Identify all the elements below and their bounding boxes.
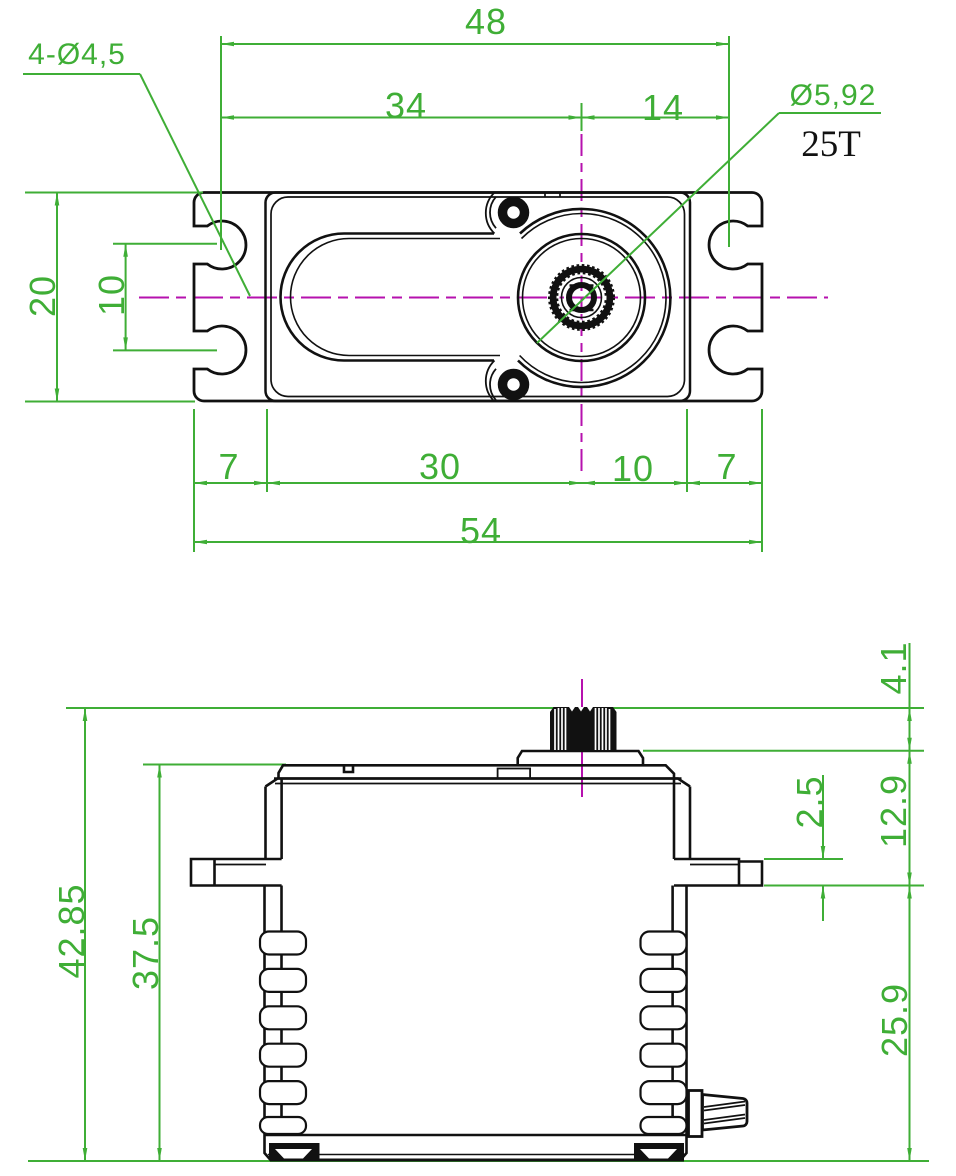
- svg-text:14: 14: [642, 87, 684, 128]
- svg-text:12.9: 12.9: [873, 774, 914, 848]
- svg-text:54: 54: [460, 510, 502, 551]
- svg-text:7: 7: [218, 446, 239, 487]
- svg-text:10: 10: [612, 448, 654, 489]
- svg-text:34: 34: [385, 85, 427, 126]
- svg-text:25T: 25T: [801, 124, 861, 165]
- svg-text:20: 20: [22, 275, 63, 317]
- svg-text:10: 10: [91, 274, 132, 316]
- svg-text:Ø5,92: Ø5,92: [790, 79, 877, 112]
- svg-text:7: 7: [716, 446, 737, 487]
- svg-text:2.5: 2.5: [789, 775, 830, 828]
- svg-text:25.9: 25.9: [874, 983, 915, 1057]
- svg-text:37.5: 37.5: [125, 916, 166, 990]
- svg-text:4-Ø4,5: 4-Ø4,5: [28, 38, 126, 71]
- svg-text:4.1: 4.1: [873, 641, 914, 694]
- svg-text:30: 30: [419, 446, 461, 487]
- svg-text:42.85: 42.85: [51, 883, 92, 978]
- svg-text:48: 48: [465, 1, 507, 42]
